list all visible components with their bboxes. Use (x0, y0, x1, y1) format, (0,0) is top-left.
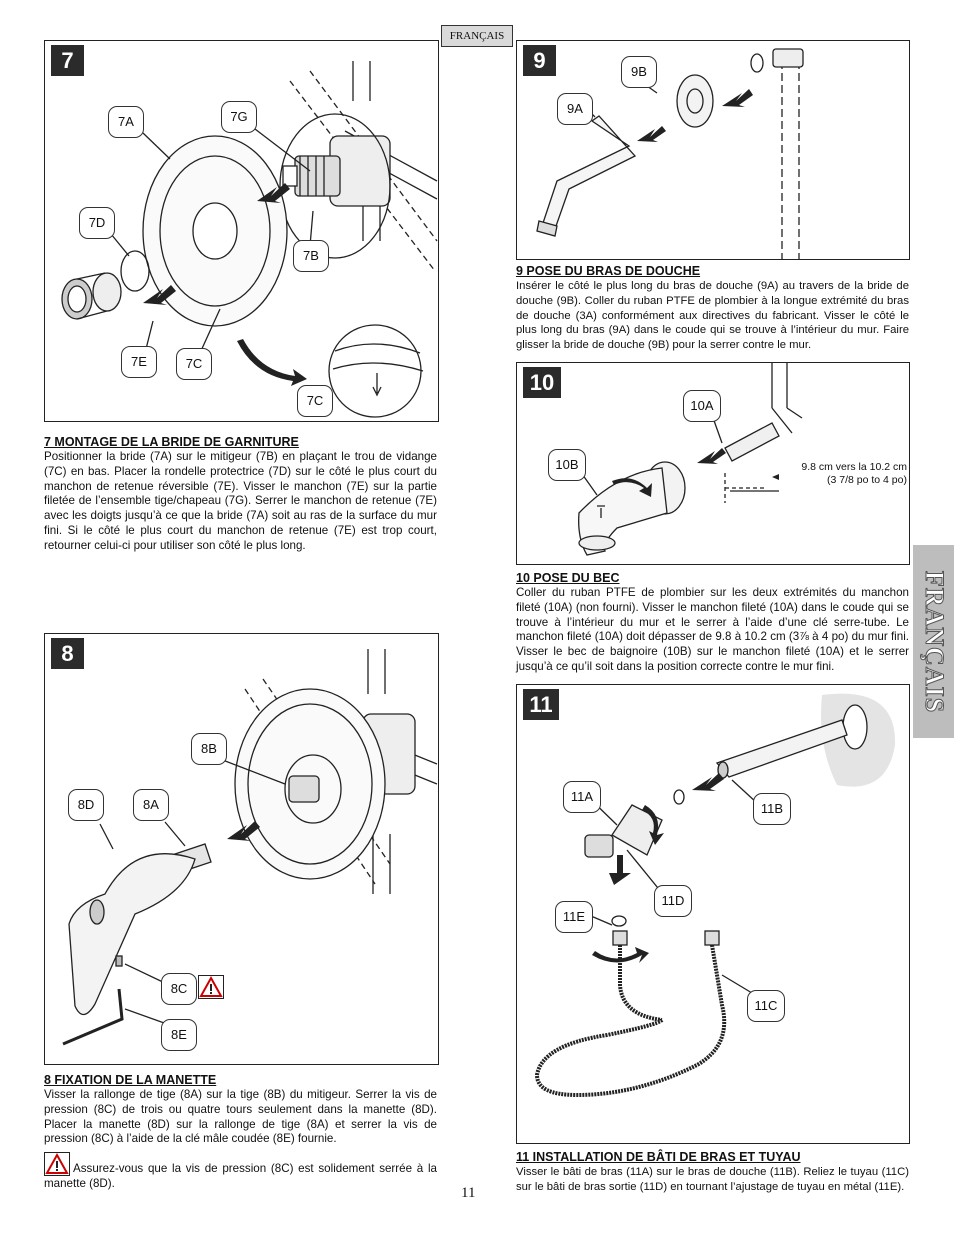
step-9-body: Insérer le côté le plus long du bras de … (516, 280, 909, 352)
callout-11C: 11C (747, 990, 785, 1022)
step-7-title: 7 MONTAGE DE LA BRIDE DE GARNITURE (44, 435, 299, 449)
measurement-note: 9.8 cm vers la 10.2 cm (3 7/8 po to 4 po… (779, 461, 907, 487)
step-7-badge: 7 (51, 45, 84, 76)
step-11-illustration (534, 693, 896, 1098)
step-7-body: Positionner la bride (7A) sur le mitigeu… (44, 450, 437, 552)
warning-icon (198, 975, 224, 999)
step-8-illustration (62, 649, 438, 1046)
callout-7A: 7A (108, 106, 144, 138)
step-8-badge: 8 (51, 638, 84, 669)
callout-7C: 7C (176, 348, 212, 380)
step-9-illustration (536, 48, 804, 259)
step-7-illustration (61, 61, 438, 418)
callout-8C: 8C (161, 973, 197, 1005)
callout-7C-detail: 7C (297, 385, 333, 417)
callout-8A: 8A (133, 789, 169, 821)
language-side-tab: FRANÇAIS (913, 545, 954, 738)
callout-9B: 9B (621, 56, 657, 88)
callout-9A: 9A (557, 93, 593, 125)
step-10-title: 10 POSE DU BEC (516, 571, 620, 585)
callout-7D: 7D (79, 207, 115, 239)
language-side-tab-label: FRANÇAIS (919, 570, 949, 713)
measurement-metric: 9.8 cm vers la 10.2 cm (801, 461, 907, 473)
step-9-title: 9 POSE DU BRAS DE DOUCHE (516, 264, 701, 278)
language-tag: FRANÇAIS (441, 25, 513, 47)
step-8-warning: Assurez-vous que la vis de pression (8C)… (44, 1152, 437, 1192)
step-10-body: Coller du ruban PTFE de plombier sur les… (516, 586, 909, 673)
callout-8B: 8B (191, 733, 227, 765)
step-11-figure: 11 11A 11B 11D 11E 11C (516, 684, 910, 1144)
measurement-imperial: (3 7/8 po to 4 po) (827, 474, 907, 486)
step-10-badge: 10 (523, 367, 561, 398)
callout-10A: 10A (683, 390, 721, 422)
warning-icon (44, 1152, 70, 1176)
callout-10B: 10B (548, 449, 586, 481)
step-8-title: 8 FIXATION DE LA MANETTE (44, 1073, 217, 1087)
callout-8E: 8E (161, 1019, 197, 1051)
step-9-badge: 9 (523, 45, 556, 76)
callout-7B: 7B (293, 240, 329, 272)
callout-11D: 11D (654, 885, 692, 917)
step-8-warning-text: Assurez-vous que la vis de pression (8C)… (44, 1162, 437, 1190)
callout-11E: 11E (555, 901, 593, 933)
page-number: 11 (461, 1185, 476, 1201)
step-10-figure: 10 10A 10B 9.8 cm vers la 10.2 cm (3 7/8… (516, 362, 910, 565)
callout-8D: 8D (68, 789, 104, 821)
step-7-figure: 7 7A 7G 7D 7B 7E 7C 7C (44, 40, 439, 422)
step-10-illustration (578, 363, 803, 556)
step-9-figure: 9 9B 9A (516, 40, 910, 260)
step-11-badge: 11 (523, 689, 559, 720)
step-8-figure: 8 8B 8D 8A 8C 8E (44, 633, 439, 1065)
step-11-title: 11 INSTALLATION DE BÂTI DE BRAS ET TUYAU (516, 1150, 801, 1164)
step-8-body: Visser la rallonge de tige (8A) sur la t… (44, 1088, 437, 1146)
step-11-body: Visser le bâti de bras (11A) sur le bras… (516, 1166, 909, 1193)
callout-11B: 11B (753, 793, 791, 825)
callout-7G: 7G (221, 101, 257, 133)
callout-11A: 11A (563, 781, 601, 813)
callout-7E: 7E (121, 346, 157, 378)
